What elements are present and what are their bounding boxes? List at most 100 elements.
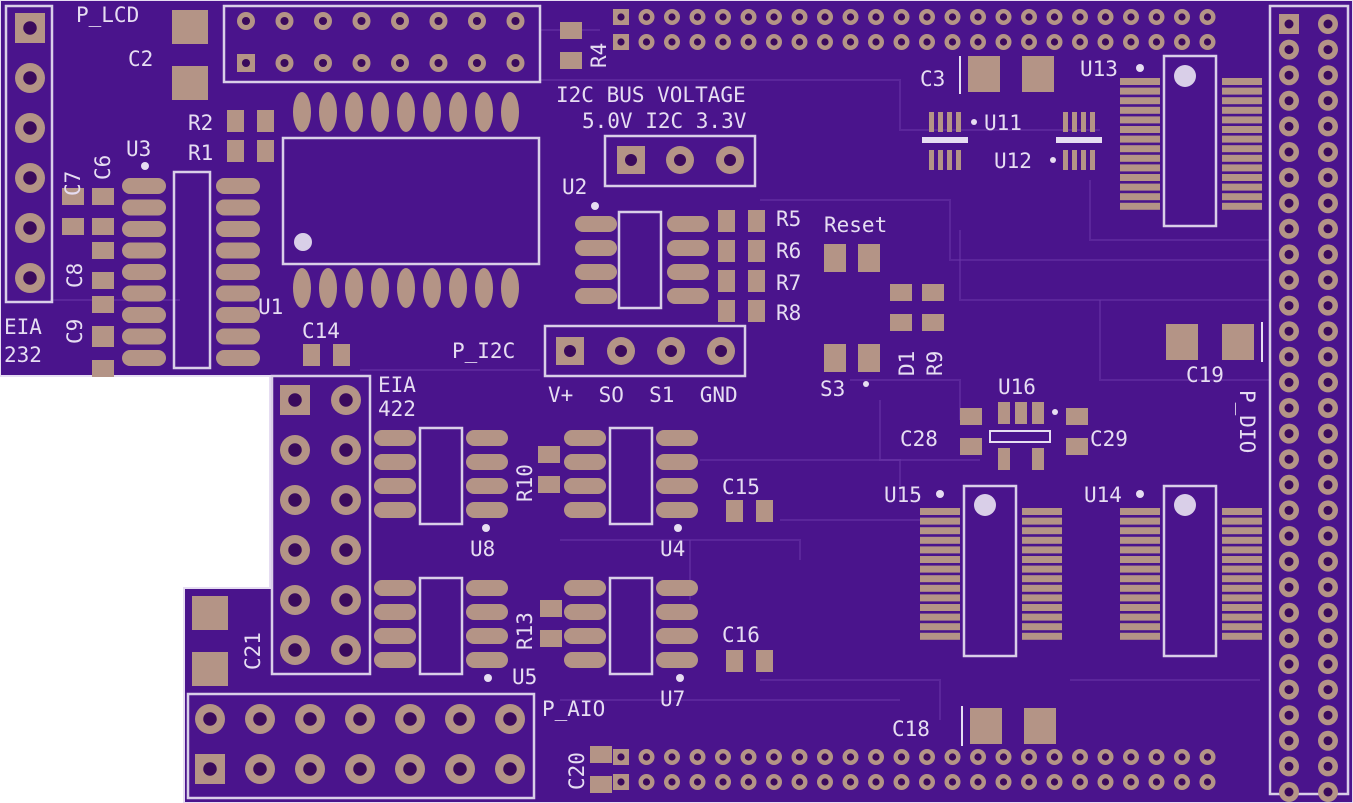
smd-pad	[227, 110, 244, 132]
smd-pad	[1222, 116, 1262, 124]
smd-pad	[1120, 183, 1160, 191]
eia422-header	[270, 374, 372, 676]
smd-pad	[726, 500, 743, 522]
label-r7: R7	[776, 271, 801, 295]
smd-pad	[960, 438, 982, 455]
smd-pad	[1022, 594, 1062, 602]
smd-pad	[1222, 183, 1262, 191]
smd-pad	[216, 307, 260, 323]
smd-pad	[920, 613, 960, 621]
smd-pad	[1120, 78, 1160, 85]
smd-pad	[920, 584, 960, 592]
smd-pad	[122, 264, 166, 280]
smd-pad	[92, 242, 114, 259]
smd-pad	[1120, 164, 1160, 172]
smd-pad	[216, 178, 260, 194]
smd-pad	[466, 628, 508, 644]
smd-pad	[1022, 623, 1062, 631]
label-u16: U16	[998, 375, 1036, 399]
smd-pad	[667, 216, 709, 232]
reset-switch	[824, 244, 880, 387]
label-eia422-line2: 422	[378, 397, 416, 421]
smd-pad	[466, 502, 508, 518]
smd-pad	[1222, 556, 1262, 563]
label-c2: C2	[128, 47, 153, 71]
smd-pad	[656, 454, 698, 470]
smd-pad	[560, 52, 582, 69]
label-u7: U7	[660, 687, 685, 711]
u5-chip	[374, 576, 508, 682]
u11-chip	[922, 112, 977, 170]
smd-pad	[920, 594, 960, 602]
smd-pad	[538, 446, 560, 463]
smd-pad	[1022, 508, 1062, 515]
smd-pad	[564, 430, 606, 446]
smd-pad	[1222, 145, 1262, 153]
smd-pad	[374, 652, 416, 668]
label-u1: U1	[258, 295, 283, 319]
label-p-i2c: P_I2C	[452, 339, 515, 363]
smd-pad	[92, 360, 114, 377]
label-u14: U14	[1084, 483, 1122, 507]
smd-pad	[1120, 546, 1160, 554]
u7-chip	[564, 576, 698, 682]
smd-pad	[560, 22, 582, 39]
u8-chip	[374, 426, 508, 532]
smd-pad	[371, 92, 389, 132]
smd-pad	[1120, 527, 1160, 535]
smd-pad	[1222, 632, 1262, 640]
smd-pad	[303, 344, 320, 366]
smd-pad	[1022, 584, 1062, 592]
label-r9: R9	[923, 351, 947, 376]
u12-chip	[1050, 112, 1102, 170]
label-c7: C7	[61, 171, 85, 196]
smd-pad	[1120, 135, 1160, 143]
smd-pad	[1222, 126, 1262, 133]
smd-pad	[501, 268, 519, 308]
smd-pad	[1120, 202, 1160, 210]
smd-pad	[1120, 116, 1160, 124]
p-lcd-header	[222, 4, 542, 84]
label-c14: C14	[302, 319, 340, 343]
smd-pad	[540, 600, 562, 617]
smd-pad	[449, 268, 467, 308]
smd-pad	[718, 240, 735, 262]
smd-pad	[1120, 517, 1160, 525]
u16-chip	[989, 402, 1058, 470]
smd-pad	[920, 536, 960, 544]
smd-pad	[92, 188, 114, 205]
smd-pad	[466, 478, 508, 494]
smd-pad	[922, 284, 944, 301]
smd-pad	[1022, 517, 1062, 525]
smd-pad	[216, 199, 260, 216]
smd-pad	[540, 630, 562, 647]
label-r2: R2	[188, 111, 213, 135]
smd-pad	[449, 92, 467, 132]
label-r8: R8	[776, 301, 801, 325]
smd-pad	[122, 242, 166, 259]
smd-pad	[216, 264, 260, 280]
smd-pad	[1222, 527, 1262, 535]
smd-pad	[1222, 584, 1262, 592]
smd-pad	[122, 350, 166, 366]
smd-pad	[1120, 508, 1160, 515]
smd-pad	[748, 300, 765, 322]
smd-pad	[374, 502, 416, 518]
label-r13: R13	[513, 612, 537, 650]
u13-chip	[1120, 54, 1262, 228]
smd-pad	[920, 556, 960, 563]
smd-pad	[216, 285, 260, 302]
label-c3: C3	[920, 67, 945, 91]
smd-pad	[374, 580, 416, 596]
smd-pad	[656, 628, 698, 644]
smd-pad	[656, 604, 698, 620]
smd-pad	[62, 188, 84, 205]
label-r6: R6	[776, 239, 801, 263]
smd-pad	[1120, 575, 1160, 583]
smd-pad	[216, 350, 260, 366]
smd-pad	[1222, 97, 1262, 105]
smd-pad	[920, 527, 960, 535]
smd-pad	[345, 268, 363, 308]
smd-pad	[920, 623, 960, 631]
